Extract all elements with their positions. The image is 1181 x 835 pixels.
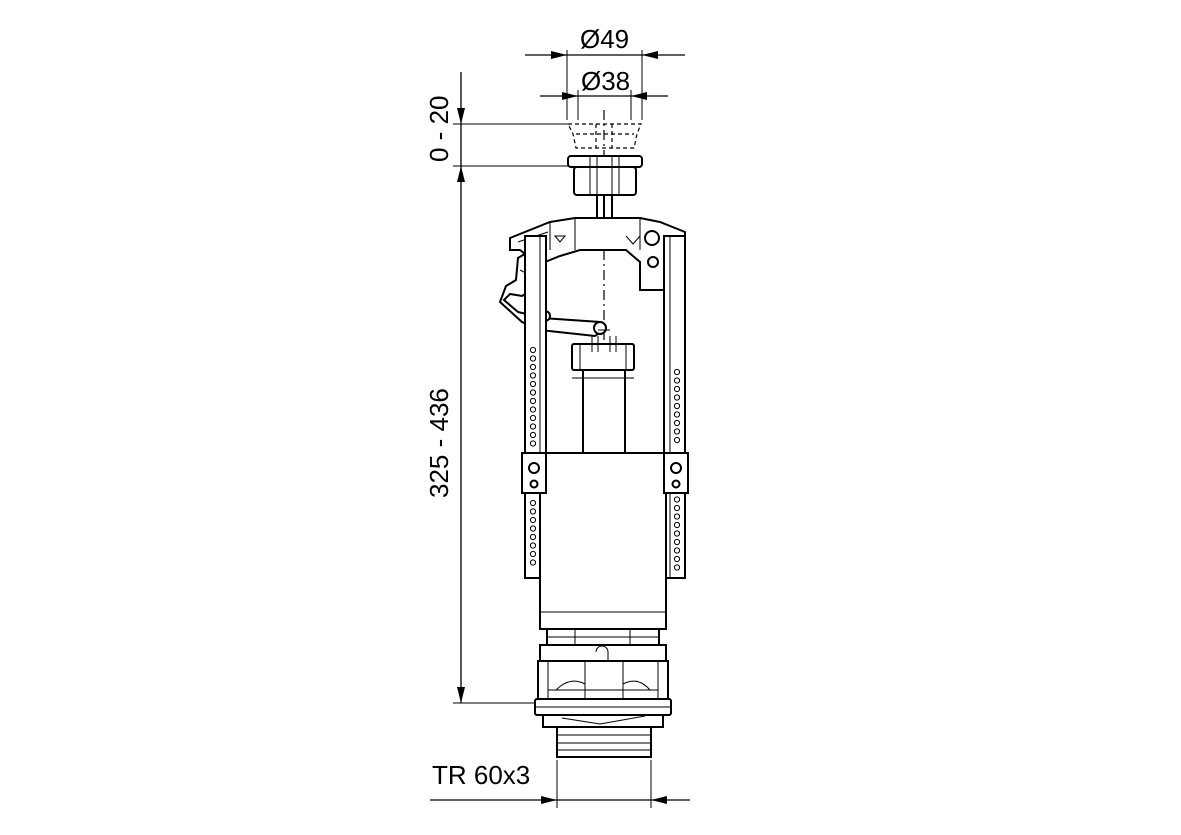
rail-hole: [529, 559, 537, 566]
diameter-dimensions: Ø49 Ø38: [525, 24, 685, 120]
thread-label: TR 60x3: [432, 760, 530, 790]
push-button-raised: [567, 123, 642, 149]
rail-hole: [673, 564, 681, 571]
height-range-label: 325 - 436: [424, 388, 454, 498]
main-body: [539, 452, 667, 630]
base-flange: [534, 698, 672, 716]
right-rail-holes: [673, 368, 681, 571]
rail-hole: [673, 385, 681, 393]
rail-hole: [673, 411, 681, 418]
rail-hole: [529, 516, 537, 524]
rail-hole: [673, 538, 681, 546]
rail-hole: [529, 533, 537, 541]
seal-cage: [537, 660, 669, 700]
rail-hole: [529, 346, 537, 354]
rail-hole: [673, 530, 681, 537]
push-button: [567, 155, 643, 218]
rail-hole: [673, 547, 681, 554]
inner-diameter-label: Ø38: [581, 66, 630, 96]
rail-hole: [529, 508, 537, 515]
rail-hole: [529, 414, 537, 422]
rail-hole: [529, 355, 537, 362]
collar: [539, 628, 667, 662]
height-dimensions: 0 - 20 325 - 436: [424, 72, 570, 704]
outer-diameter-label: Ø49: [580, 24, 629, 54]
rail-hole: [673, 436, 681, 444]
rail-hole: [529, 542, 537, 549]
rail-hole: [673, 368, 681, 376]
lever-arm: [498, 250, 607, 338]
left-rail-holes: [529, 346, 537, 566]
rail-hole: [673, 394, 681, 401]
rail-hole: [529, 431, 537, 439]
rail-hole: [673, 504, 681, 512]
rail-hole: [529, 423, 537, 430]
rail-hole: [673, 402, 681, 410]
rail-hole: [673, 555, 681, 563]
threaded-nozzle: [542, 714, 664, 758]
thread-dimension: TR 60x3: [430, 760, 690, 808]
rail-hole: [529, 372, 537, 379]
float-cup: [571, 329, 635, 371]
overflow-tube: [572, 369, 634, 454]
rail-hole: [673, 513, 681, 520]
rail-hole: [529, 389, 537, 396]
rail-hole: [529, 397, 537, 405]
rail-hole: [673, 521, 681, 529]
rail-hole: [529, 525, 537, 532]
rail-hole: [529, 406, 537, 413]
rail-hole: [673, 428, 681, 435]
rail-hole: [529, 440, 537, 447]
rail-hole: [529, 380, 537, 388]
rail-hole: [529, 499, 537, 507]
rail-hole: [529, 550, 537, 558]
button-travel-label: 0 - 20: [424, 96, 454, 163]
rail-hole: [673, 377, 681, 384]
rail-hole: [529, 363, 537, 371]
rail-hole: [673, 496, 681, 503]
rail-brackets: [521, 452, 689, 494]
rail-hole: [673, 419, 681, 427]
